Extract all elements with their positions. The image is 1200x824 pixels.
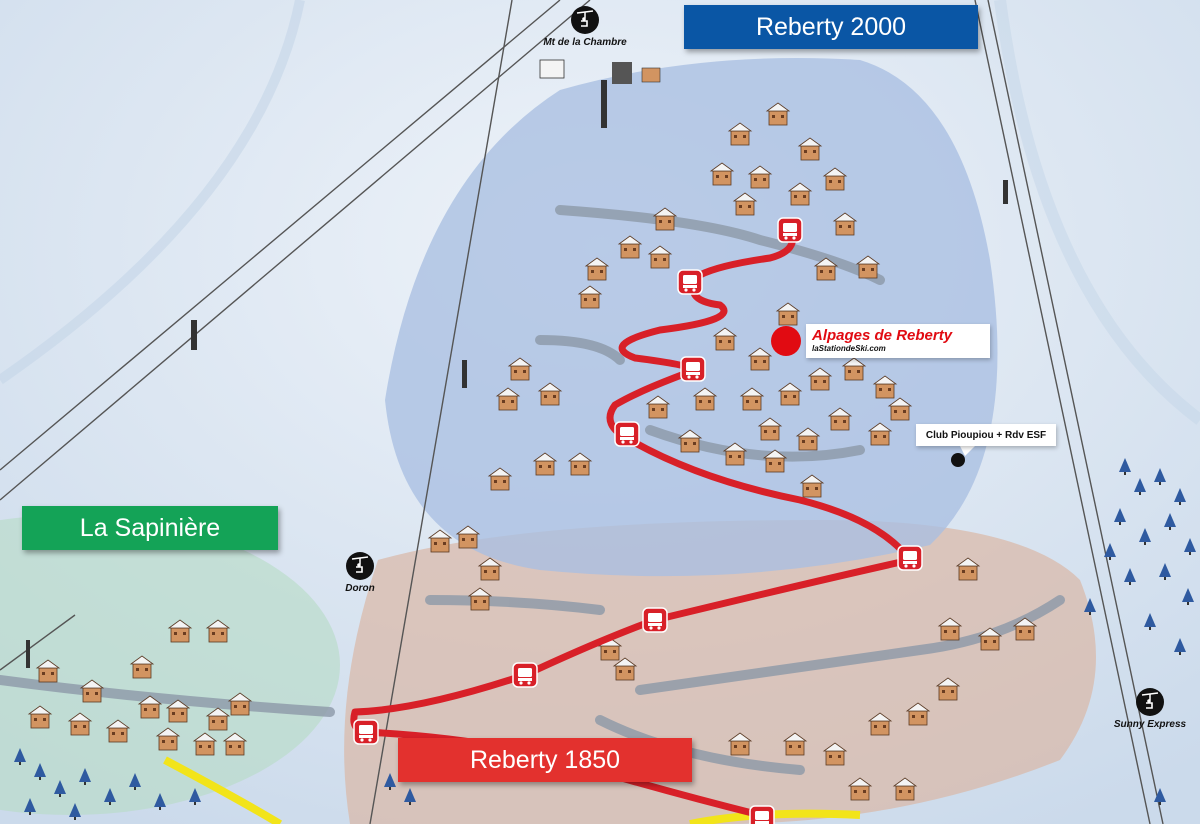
lift-name: Doron [345, 583, 375, 594]
club-marker[interactable] [951, 453, 965, 467]
zone-label-la-sapiniere[interactable]: La Sapinière [22, 506, 278, 550]
bus-stop-8[interactable] [353, 719, 379, 745]
sapiniere-zone [0, 515, 340, 815]
zone-label-reberty-1850[interactable]: Reberty 1850 [398, 738, 692, 782]
lift-sunny-express[interactable]: Sunny Express [1100, 688, 1200, 730]
chairlift-icon [346, 552, 374, 580]
bus-stop-6[interactable] [642, 607, 668, 633]
bus-stop-2[interactable] [677, 269, 703, 295]
chairlift-icon [571, 6, 599, 34]
bus-stop-7[interactable] [512, 662, 538, 688]
lift-stations [539, 59, 661, 84]
poi-title: Alpages de Reberty [812, 327, 953, 344]
lift-pylons [26, 80, 1008, 668]
alpages-marker[interactable] [771, 326, 801, 356]
chairlift-icon [1136, 688, 1164, 716]
bus-stop-3[interactable] [680, 356, 706, 382]
lift-name: Mt de la Chambre [543, 37, 627, 48]
lift-mt-de-la-chambre[interactable]: Mt de la Chambre [530, 6, 640, 48]
yellow-path-west [163, 756, 283, 824]
poi-club-pioupiou[interactable]: Club Pioupiou + Rdv ESF [916, 424, 1056, 446]
roads [0, 205, 1065, 775]
lift-doron[interactable]: Doron [320, 552, 400, 594]
bus-stop-4[interactable] [614, 421, 640, 447]
poi-alpages-de-reberty[interactable]: Alpages de Reberty laStationdeSki.com [806, 324, 990, 358]
zone-label-reberty-2000[interactable]: Reberty 2000 [684, 5, 978, 49]
bus-stop-5[interactable] [897, 545, 923, 571]
poi-subtitle: laStationdeSki.com [812, 344, 886, 353]
bus-stop-9[interactable] [749, 805, 775, 824]
bus-stop-1[interactable] [777, 217, 803, 243]
lift-name: Sunny Express [1113, 719, 1187, 730]
ski-lift-cables [0, 0, 1164, 824]
